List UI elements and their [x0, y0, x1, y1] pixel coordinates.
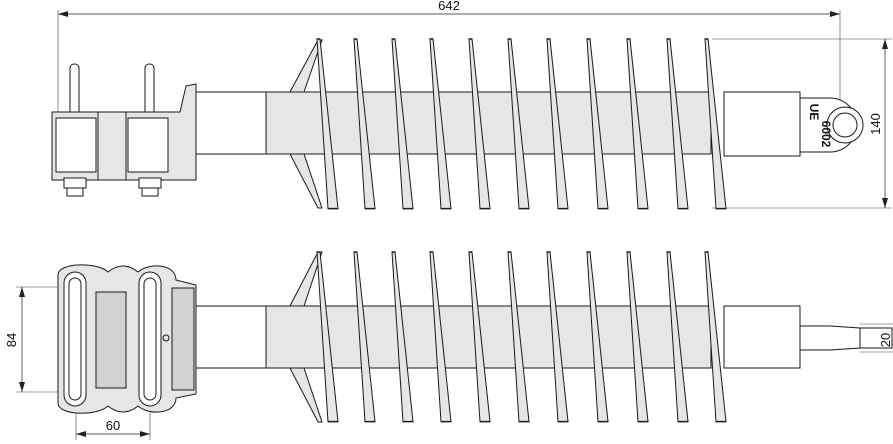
overall-length-label: 642	[438, 0, 460, 13]
eye-thickness-label: 20	[878, 333, 893, 347]
clamp-jaw	[127, 117, 169, 173]
clamp-fitting-bottom	[57, 264, 197, 414]
clamp-fitting-top	[51, 63, 197, 197]
clamp-saddle	[95, 291, 127, 389]
clamp-jaw	[55, 117, 97, 173]
metal-end-fitting	[195, 305, 267, 369]
nut	[66, 187, 84, 197]
nut	[141, 187, 159, 197]
eye-sleeve	[723, 91, 801, 157]
metal-end-fitting	[195, 91, 267, 155]
nut	[138, 177, 162, 189]
clamp-width-dimension: 84	[4, 286, 60, 393]
nut	[63, 177, 87, 189]
first-shed-flare	[289, 39, 323, 93]
eye-fitting-top: UE 6002	[723, 91, 864, 157]
engraving-line1: UE	[807, 104, 821, 121]
engraving-line2: 6002	[819, 121, 833, 148]
bolt-spacing-label: 60	[106, 418, 120, 433]
top-view: 642 140	[51, 0, 892, 210]
eye-sleeve	[723, 305, 801, 369]
overall-length-dimension: 642	[57, 0, 841, 120]
bolt-spacing-dimension: 60	[75, 395, 151, 440]
shed-diameter-dimension: 140	[712, 38, 892, 209]
first-shed-flare	[289, 153, 323, 209]
eye-fitting-bottom: 20	[723, 305, 893, 369]
core-sheath	[265, 305, 712, 369]
clamp-width-label: 84	[4, 333, 19, 347]
core-sheath	[265, 91, 712, 155]
shed-diameter-label: 140	[868, 113, 883, 135]
eye-tongue-edge	[799, 325, 861, 351]
clamp-collar	[171, 287, 195, 391]
eye-hole	[826, 106, 864, 144]
bottom-view: 84 60	[4, 251, 893, 440]
